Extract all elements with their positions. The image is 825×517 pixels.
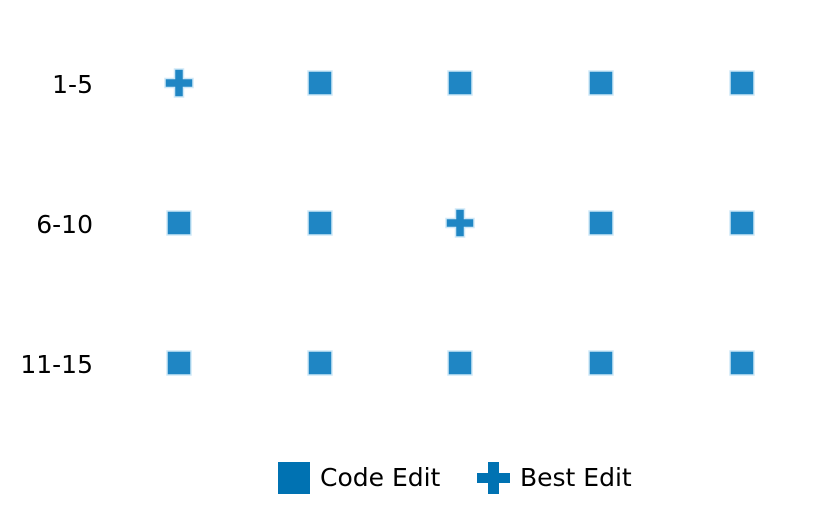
code-edit-marker-r1-c3 <box>447 70 473 96</box>
code-edit-marker-r3-c2 <box>307 350 333 376</box>
code-edit-marker-r1-c2 <box>307 70 333 96</box>
markers <box>164 68 755 376</box>
row-label-2: 6-10 <box>36 210 93 239</box>
row-labels: 1-5 6-10 11-15 <box>20 70 93 379</box>
best-edit-marker-r2-c3 <box>445 208 475 238</box>
legend-best-edit-marker <box>477 462 510 494</box>
code-edit-marker-r2-c1 <box>166 210 192 236</box>
legend-code-edit-label: Code Edit <box>320 463 441 492</box>
code-edit-marker-r2-c2 <box>307 210 333 236</box>
row-label-3: 11-15 <box>20 350 93 379</box>
code-edit-marker-r3-c5 <box>729 350 755 376</box>
legend-code-edit-marker <box>278 462 310 494</box>
code-edit-marker-r1-c4 <box>588 70 614 96</box>
code-edit-marker-r3-c3 <box>447 350 473 376</box>
best-edit-marker-r1-c1 <box>164 68 194 98</box>
code-edit-marker-r1-c5 <box>729 70 755 96</box>
legend: Code Edit Best Edit <box>278 462 632 494</box>
row-label-1: 1-5 <box>52 70 93 99</box>
code-edit-marker-r2-c4 <box>588 210 614 236</box>
code-edit-marker-r3-c4 <box>588 350 614 376</box>
code-edit-marker-r2-c5 <box>729 210 755 236</box>
legend-best-edit-label: Best Edit <box>520 463 632 492</box>
code-edit-marker-r3-c1 <box>166 350 192 376</box>
